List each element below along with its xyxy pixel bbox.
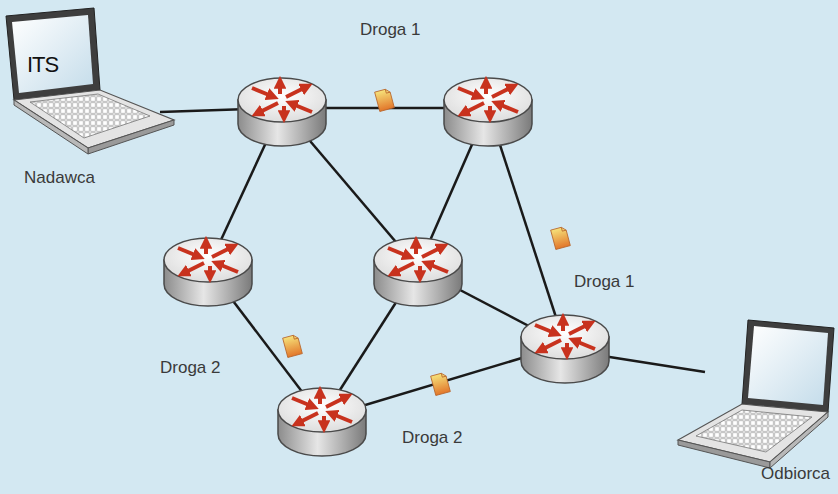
path-label: Droga 1 <box>360 20 420 40</box>
router-symbol <box>444 78 532 146</box>
path-label: Droga 1 <box>574 272 634 292</box>
laptop-receiver <box>678 320 834 468</box>
computer-caption: Odbiorca <box>761 464 830 484</box>
router-symbol <box>164 238 252 306</box>
router-symbol <box>238 78 326 146</box>
packet-icon <box>431 372 451 395</box>
packet-icon <box>551 226 571 249</box>
packets <box>283 88 571 395</box>
router-symbol <box>278 388 366 456</box>
router-symbol <box>521 315 609 383</box>
path-label: Droga 2 <box>402 428 462 448</box>
packet-icon <box>283 334 303 357</box>
laptop-sender <box>6 8 174 154</box>
computer-caption: Nadawca <box>24 168 95 188</box>
path-label: Droga 2 <box>160 358 220 378</box>
router-symbol <box>374 238 462 306</box>
network-wires <box>160 108 705 418</box>
computer-node: Odbiorca <box>656 312 834 488</box>
computer-node: Nadawca <box>4 6 186 192</box>
packet-icon <box>375 88 395 111</box>
watermark: ITS <box>27 52 58 78</box>
routers <box>164 78 609 456</box>
